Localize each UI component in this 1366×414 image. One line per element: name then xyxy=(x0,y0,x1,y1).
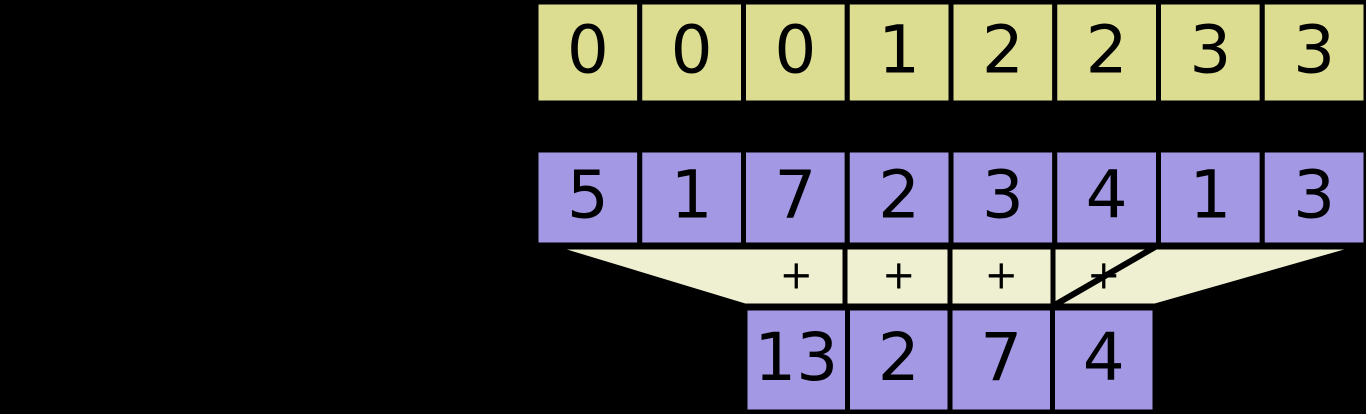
input-value-cell-label: 4 xyxy=(1086,157,1128,234)
input-value-cell xyxy=(844,147,954,248)
segment-index-cell-label: 0 xyxy=(774,12,816,89)
reduction-funnel: + + + + xyxy=(549,244,1363,309)
segment-index-cell-label: 2 xyxy=(982,12,1024,89)
segment-sum-cell-label: 4 xyxy=(1083,319,1125,396)
segment-index-cell xyxy=(948,0,1058,106)
input-value-cell-label: 3 xyxy=(982,157,1024,234)
input-value-cell-label: 2 xyxy=(878,157,920,234)
input-value-cell-label: 7 xyxy=(774,157,816,234)
input-value-cell xyxy=(1156,147,1265,248)
segment-sum-cell-label: 2 xyxy=(878,319,920,396)
funnel-operator-plus: + xyxy=(1087,253,1121,299)
segment-sum-cell xyxy=(742,305,850,414)
segment-index-cell-label: 0 xyxy=(567,12,609,89)
segment-index-cell-label: 3 xyxy=(1189,12,1231,89)
segment-index-cell xyxy=(844,0,954,106)
input-value-cell xyxy=(1259,147,1366,248)
segment-sum-cell xyxy=(947,305,1055,414)
segment-index-cell xyxy=(1052,0,1161,106)
segment-index-cell-label: 3 xyxy=(1293,12,1335,89)
input-value-cell-label: 1 xyxy=(1189,157,1231,234)
segment-index-cell-label: 2 xyxy=(1086,12,1128,89)
funnel-operator-plus: + xyxy=(984,253,1018,299)
segment-index-cell xyxy=(533,0,643,106)
input-value-cell-label: 3 xyxy=(1293,157,1335,234)
funnel-diagonal-boundary xyxy=(1051,244,1157,309)
funnel-operator-plus: + xyxy=(779,253,813,299)
segment-sum-cell xyxy=(1050,305,1158,414)
segment-sum-cell-label: 13 xyxy=(754,319,838,396)
segment-index-cell-label: 1 xyxy=(878,12,920,89)
input-value-cell-label: 1 xyxy=(671,157,713,234)
segment-sum-cell-label: 7 xyxy=(980,319,1022,396)
segment-index-cell xyxy=(741,0,850,106)
segment-index-cell xyxy=(637,0,746,106)
input-value-cell-label: 5 xyxy=(567,157,609,234)
funnel-operator-plus: + xyxy=(882,253,916,299)
segment-index-cell-label: 0 xyxy=(671,12,713,89)
segment-index-cell xyxy=(1259,0,1366,106)
